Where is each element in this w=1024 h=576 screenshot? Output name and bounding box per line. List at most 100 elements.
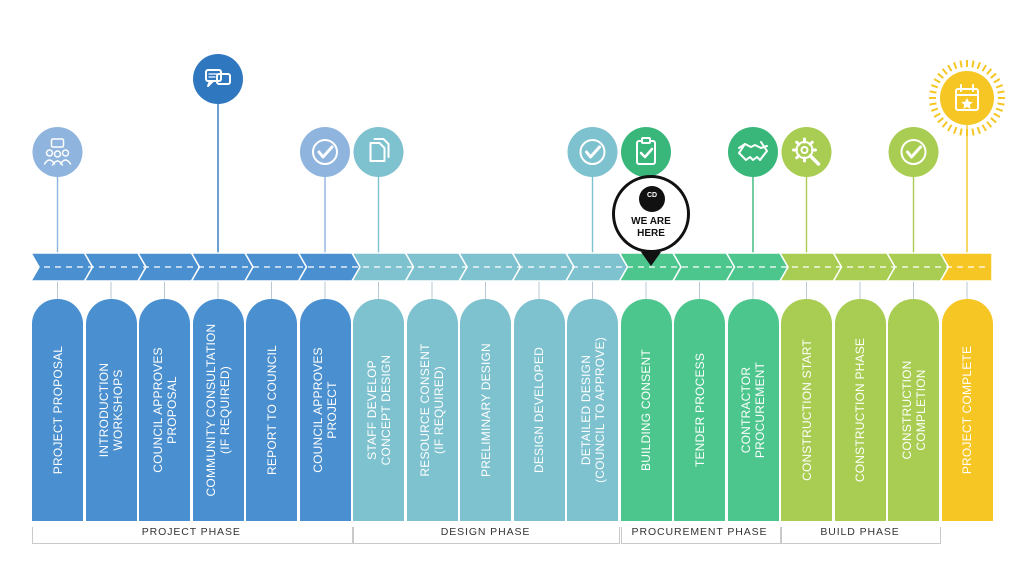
sun-ray bbox=[947, 124, 953, 132]
step-label: PROJECT COMPLETE bbox=[960, 345, 974, 475]
calendar-star-icon bbox=[955, 84, 979, 111]
step-label: CONSTRUCTION START bbox=[799, 339, 814, 481]
step-label: COUNCIL APPROVES PROPOSAL bbox=[150, 347, 179, 473]
step-label: INTRODUCTION WORKSHOPS bbox=[97, 362, 125, 458]
sun-ray bbox=[930, 107, 939, 112]
step-column: CONSTRUCTION COMPLETION bbox=[888, 299, 939, 521]
sun-ray bbox=[981, 124, 987, 132]
sun-ray bbox=[971, 60, 975, 68]
handshake-icon bbox=[738, 141, 768, 161]
step-column: DESIGN DEVELOPED bbox=[513, 299, 565, 521]
sun-ray bbox=[997, 102, 1005, 106]
step-column: CONSTRUCTION PHASE bbox=[834, 299, 886, 521]
sun-ray bbox=[990, 117, 997, 124]
phase-bracket bbox=[781, 527, 941, 544]
clipboard-check-icon bbox=[636, 137, 656, 165]
step-label: DESIGN DEVELOPED bbox=[532, 347, 546, 473]
documents-icon bbox=[369, 138, 390, 162]
milestone-circle bbox=[728, 127, 778, 177]
phase-label: DESIGN PHASE bbox=[433, 526, 538, 538]
milestone-circle bbox=[567, 127, 618, 177]
sun-ray bbox=[959, 128, 963, 136]
milestone-circle bbox=[300, 127, 350, 177]
step-column: COUNCIL APPROVES PROPOSAL bbox=[139, 299, 190, 521]
sun-ray bbox=[947, 64, 953, 72]
sun-ray bbox=[976, 61, 981, 70]
phase-bracket bbox=[32, 527, 353, 544]
step-column: COMMUNITY CONSULTATION (IF REQUIRED) bbox=[192, 299, 244, 521]
step-column: PRELIMINARY DESIGN bbox=[460, 299, 511, 521]
step-label: REPORT TO COUNCIL bbox=[264, 345, 279, 475]
sun-ray bbox=[997, 90, 1005, 94]
step-column: PROJECT PROPOSAL bbox=[32, 299, 83, 521]
step-label: CONSTRUCTION COMPLETION bbox=[899, 360, 928, 460]
check-icon bbox=[579, 139, 606, 165]
step-label: TENDER PROCESS bbox=[692, 352, 707, 468]
arrow-chevron bbox=[725, 252, 789, 282]
council-logo-text: CD bbox=[646, 192, 658, 199]
phase-bracket bbox=[620, 527, 781, 544]
chat-bubbles-icon bbox=[205, 69, 231, 87]
sun-ray bbox=[971, 128, 975, 136]
milestone-circle bbox=[353, 127, 404, 177]
arrow-chevron bbox=[404, 252, 468, 282]
sun-ray bbox=[929, 90, 937, 94]
sun-ray bbox=[929, 102, 937, 106]
milestone-circle bbox=[32, 127, 83, 177]
step-label: COMMUNITY CONSULTATION (IF REQUIRED) bbox=[204, 323, 232, 497]
arrow-chevron bbox=[778, 252, 843, 282]
sun-ray bbox=[941, 121, 948, 128]
we-are-here-arrow-icon bbox=[641, 252, 661, 266]
check-icon bbox=[312, 139, 338, 165]
gear-wrench-icon bbox=[792, 137, 821, 166]
sun-ray bbox=[959, 60, 963, 68]
sun-ray bbox=[937, 117, 944, 124]
sun-ray bbox=[993, 78, 1001, 84]
sun-ray bbox=[995, 107, 1004, 112]
step-label: STAFF DEVELOP CONCEPT DESIGN bbox=[364, 354, 393, 466]
phase-bracket bbox=[353, 527, 620, 544]
sun-ray bbox=[986, 121, 993, 128]
arrow-chevron bbox=[297, 252, 361, 282]
check-icon bbox=[900, 139, 927, 165]
step-column: COUNCIL APPROVES PROJECT bbox=[299, 299, 351, 521]
sun-ray bbox=[981, 64, 987, 72]
sun-ray bbox=[993, 112, 1001, 118]
step-column: TENDER PROCESS bbox=[674, 299, 725, 521]
step-column: CONSTRUCTION START bbox=[781, 299, 832, 521]
arrow-chevron bbox=[29, 252, 94, 282]
arrow-chevron bbox=[350, 252, 415, 282]
arrow-chevron bbox=[939, 252, 993, 282]
sun-ray bbox=[976, 126, 981, 135]
sun-ray bbox=[990, 72, 997, 79]
sun-ray bbox=[933, 78, 941, 84]
sun-ray bbox=[953, 126, 958, 135]
milestone-circle bbox=[621, 127, 671, 177]
sun-ray bbox=[933, 112, 941, 118]
step-column: DETAILED DESIGN (COUNCIL TO APPROVE) bbox=[567, 299, 618, 521]
step-label: COUNCIL APPROVES PROJECT bbox=[311, 347, 339, 473]
sun-ray bbox=[995, 84, 1004, 89]
council-logo-icon: CD bbox=[639, 186, 665, 212]
step-label: PROJECT PROPOSAL bbox=[50, 345, 65, 475]
step-label: CONTRACTOR PROCUREMENT bbox=[739, 361, 767, 459]
we-are-here-text: WE ARE HERE bbox=[631, 216, 671, 239]
step-column: STAFF DEVELOP CONCEPT DESIGN bbox=[353, 299, 404, 521]
we-are-here-badge: CD WE ARE HERE bbox=[612, 175, 690, 253]
phase-label: PROCUREMENT PHASE bbox=[624, 526, 775, 538]
step-column: REPORT TO COUNCIL bbox=[246, 299, 297, 521]
step-column: RESOURCE CONSENT (IF REQUIRED) bbox=[406, 299, 458, 521]
sun-ray bbox=[941, 68, 948, 75]
phase-label: PROJECT PHASE bbox=[134, 526, 248, 538]
step-label: PRELIMINARY DESIGN bbox=[478, 343, 493, 477]
phase-label: BUILD PHASE bbox=[813, 526, 907, 538]
step-label: DETAILED DESIGN (COUNCIL TO APPROVE) bbox=[578, 337, 607, 483]
milestone-circle bbox=[888, 127, 939, 177]
sun-ray bbox=[937, 72, 944, 79]
step-column: PROJECT COMPLETE bbox=[941, 299, 993, 521]
step-label: CONSTRUCTION PHASE bbox=[853, 337, 867, 483]
sun-ray bbox=[986, 68, 993, 75]
sun-ray bbox=[930, 84, 939, 89]
step-label: RESOURCE CONSENT (IF REQUIRED) bbox=[418, 343, 446, 477]
